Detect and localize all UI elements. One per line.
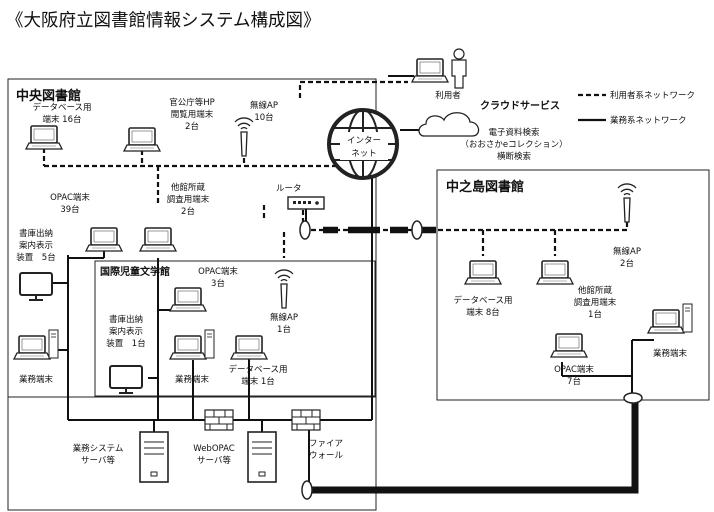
- childrens-opac-label-1: OPAC端末: [198, 266, 238, 277]
- user-person-icon: [451, 48, 467, 89]
- childrens-wireless-ap-icon: [274, 269, 294, 309]
- nakanoshima-other-terminal-icon: [536, 260, 574, 285]
- router-icon: [287, 196, 325, 210]
- nakanoshima-business-terminal-label: 業務端末: [653, 348, 688, 359]
- internet-label-1: インター: [347, 136, 381, 146]
- cloud-line-3: 横断検索: [497, 151, 531, 162]
- user-network-lines: [42, 80, 629, 258]
- nakanoshima-other-terminal-label-3: 1台: [588, 309, 602, 320]
- webopac-server-label-2: サーバ等: [197, 455, 231, 466]
- webopac-server-label-1: WebOPAC: [193, 444, 234, 454]
- firewall-icon-2: [291, 409, 321, 431]
- childrens-business-terminal-label: 業務端末: [175, 374, 210, 385]
- central-opac-terminal-icon: [85, 227, 123, 252]
- central-library-name: 中央図書館: [16, 88, 81, 104]
- nakanoshima-db-terminal-icon: [464, 260, 502, 285]
- firewall-label-1: ファイア: [309, 439, 343, 449]
- central-business-terminal-label: 業務端末: [19, 374, 54, 385]
- central-db-terminal-label-2: 端末 16台: [42, 114, 81, 125]
- nakanoshima-opac-terminal-icon: [550, 333, 588, 358]
- business-server-label-2: サーバ等: [81, 455, 115, 466]
- childrens-stack-display-icon: [109, 365, 143, 395]
- nakanoshima-ap-label-2: 2台: [620, 258, 634, 269]
- central-other-terminal-icon: [139, 227, 177, 252]
- router-label: ルータ: [276, 184, 302, 194]
- childrens-stack-display-label-1: 書庫出納: [109, 314, 143, 325]
- cloud-service-name: クラウドサービス: [480, 99, 560, 112]
- childrens-db-terminal-label-1: データベース用: [228, 364, 287, 375]
- childrens-db-terminal-icon: [230, 335, 268, 360]
- childrens-stack-display-label-3: 装置 1台: [106, 338, 145, 349]
- connector-central-user: [299, 220, 311, 240]
- nakanoshima-library-box: [436, 169, 710, 401]
- central-stack-display-icon: [19, 272, 53, 302]
- nakanoshima-db-terminal-label-2: 端末 8台: [466, 307, 500, 318]
- childrens-library-box: [94, 260, 376, 397]
- central-opac-label-1: OPAC端末: [50, 192, 90, 203]
- cloud-line-2: （おおさかeコレクション）: [460, 139, 567, 150]
- nakanoshima-business-terminal-icon: [648, 304, 692, 333]
- nakanoshima-other-terminal-label-1: 他館所蔵: [578, 285, 613, 296]
- central-ap-label-1: 無線AP: [250, 100, 278, 111]
- diagram-title: 《大阪府立図書館情報システム構成図》: [6, 11, 320, 31]
- business-network-lines: [52, 156, 654, 488]
- user-label: 利用者: [435, 90, 461, 101]
- nakanoshima-other-terminal-label-2: 調査用端末: [574, 297, 617, 308]
- business-server-label-1: 業務システム: [73, 443, 124, 454]
- childrens-library-name: 国際児童文学館: [100, 265, 170, 278]
- central-gov-terminal-label-1: 官公庁等HP: [169, 97, 215, 108]
- connector-nakanoshima-business: [623, 392, 643, 404]
- childrens-ap-label-1: 無線AP: [270, 312, 298, 323]
- nakanoshima-opac-label-1: OPAC端末: [554, 364, 594, 375]
- central-other-terminal-label-1: 他館所蔵: [171, 182, 206, 193]
- childrens-opac-terminal-icon: [169, 287, 207, 312]
- firewall-label-2: ウォール: [309, 451, 344, 461]
- central-stack-display-label-3: 装置 5台: [16, 252, 55, 263]
- business-server-icon: [139, 431, 169, 483]
- nakanoshima-db-terminal-label-1: データベース用: [453, 295, 512, 306]
- central-stack-display-label-2: 案内表示: [19, 240, 53, 251]
- user-laptop-icon: [411, 58, 449, 83]
- central-stack-display-label-1: 書庫出納: [19, 228, 53, 239]
- central-library-box: [7, 78, 377, 511]
- internet-label-2: ネット: [351, 149, 377, 159]
- central-business-terminal-icon: [14, 330, 58, 359]
- childrens-ap-label-2: 1台: [277, 324, 291, 335]
- central-gov-terminal-label-2: 閲覧用端末: [171, 109, 214, 120]
- connector-nakanoshima-user: [411, 220, 423, 240]
- central-gov-terminal-label-3: 2台: [185, 121, 199, 132]
- central-opac-label-2: 39台: [60, 204, 79, 215]
- cloud-line-1: 電子資料検索: [488, 127, 539, 138]
- nakanoshima-library-name: 中之島図書館: [446, 179, 524, 195]
- legend-user-network-label: 利用者系ネットワーク: [610, 90, 695, 101]
- central-gov-terminal-icon: [123, 127, 161, 152]
- central-db-terminal-icon: [25, 125, 63, 150]
- childrens-opac-label-2: 3台: [211, 278, 225, 289]
- nakanoshima-wireless-ap-icon: [617, 183, 637, 223]
- central-wireless-ap-icon: [234, 117, 254, 157]
- central-other-terminal-label-3: 2台: [181, 206, 195, 217]
- cloud-icon: [418, 112, 480, 137]
- nakanoshima-opac-label-2: 7台: [567, 376, 581, 387]
- childrens-business-terminal-icon: [170, 330, 214, 359]
- central-other-terminal-label-2: 調査用端末: [167, 194, 210, 205]
- firewall-icon-1: [204, 409, 234, 431]
- business-trunk: [309, 396, 639, 494]
- childrens-stack-display-label-2: 案内表示: [109, 326, 143, 337]
- childrens-db-terminal-label-2: 端末 1台: [241, 376, 275, 387]
- webopac-server-icon: [247, 431, 277, 483]
- central-ap-label-2: 10台: [254, 112, 273, 123]
- legend-business-network-label: 業務系ネットワーク: [610, 115, 687, 126]
- nakanoshima-ap-label-1: 無線AP: [613, 246, 641, 257]
- central-db-terminal-label-1: データベース用: [32, 102, 91, 113]
- connector-central-business: [301, 480, 313, 500]
